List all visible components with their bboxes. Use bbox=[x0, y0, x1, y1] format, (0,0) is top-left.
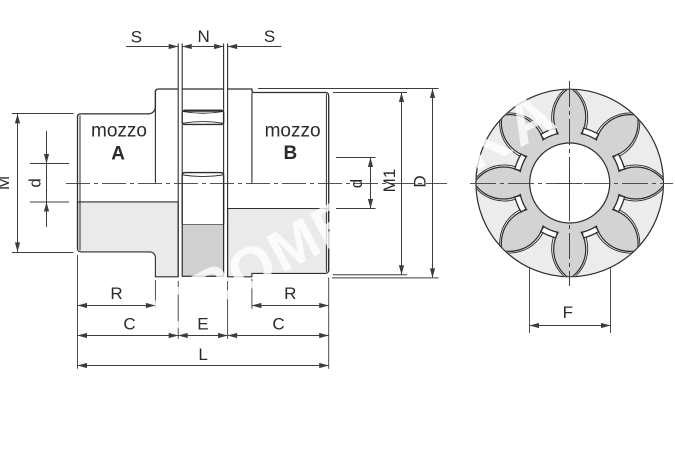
svg-text:R: R bbox=[284, 284, 296, 303]
svg-text:S: S bbox=[264, 27, 275, 46]
svg-text:C: C bbox=[123, 315, 135, 334]
svg-text:C: C bbox=[272, 315, 284, 334]
svg-text:F: F bbox=[563, 303, 573, 322]
svg-text:S: S bbox=[131, 27, 142, 46]
svg-text:B: B bbox=[284, 143, 298, 164]
svg-text:M1: M1 bbox=[380, 169, 399, 193]
svg-text:mozzo: mozzo bbox=[91, 121, 147, 142]
svg-text:d: d bbox=[347, 179, 366, 188]
svg-text:d: d bbox=[26, 178, 45, 187]
svg-text:mozzo: mozzo bbox=[265, 121, 321, 142]
svg-text:R: R bbox=[110, 284, 122, 303]
svg-text:M: M bbox=[0, 176, 13, 190]
svg-text:D: D bbox=[411, 175, 430, 187]
svg-text:A: A bbox=[111, 144, 125, 165]
svg-text:L: L bbox=[198, 345, 207, 364]
svg-text:N: N bbox=[197, 27, 209, 46]
svg-text:E: E bbox=[197, 315, 208, 334]
